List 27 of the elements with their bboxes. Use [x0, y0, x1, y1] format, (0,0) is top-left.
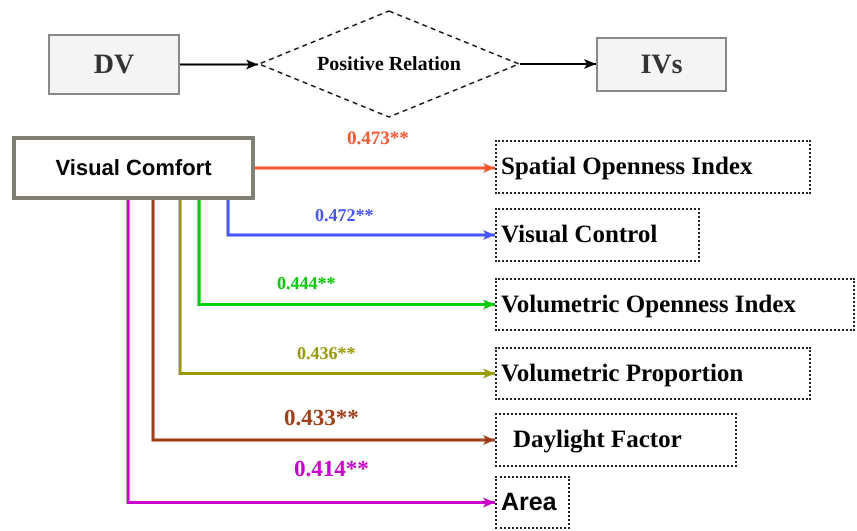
arrow [198, 200, 495, 310]
arrow [152, 200, 495, 445]
arrow [255, 163, 495, 173]
arrow [178, 200, 495, 378]
node-label: Daylight Factor [513, 426, 682, 454]
node-label: Visual Comfort [55, 155, 212, 181]
arrow [126, 200, 495, 508]
node-label: Visual Control [501, 221, 658, 249]
node-label: IVs [640, 48, 682, 80]
variable-box [495, 208, 700, 262]
variable-box [596, 37, 727, 92]
variable-box [12, 136, 255, 200]
node-label: Volumetric Openness Index [501, 290, 796, 318]
variable-box [495, 413, 737, 467]
node-label: Volumetric Proportion [501, 360, 744, 388]
node-label: Positive Relation [317, 52, 461, 76]
node-label: Spatial Openness Index [501, 153, 752, 181]
arrow [180, 60, 258, 70]
variable-box [495, 476, 570, 529]
node-label: Area [501, 488, 557, 517]
node-label: DV [94, 48, 134, 80]
variable-box [48, 34, 180, 95]
variable-box [495, 140, 811, 194]
arrow [520, 59, 596, 69]
variable-box [495, 347, 811, 400]
variable-box [495, 278, 855, 331]
arrow [226, 200, 495, 240]
